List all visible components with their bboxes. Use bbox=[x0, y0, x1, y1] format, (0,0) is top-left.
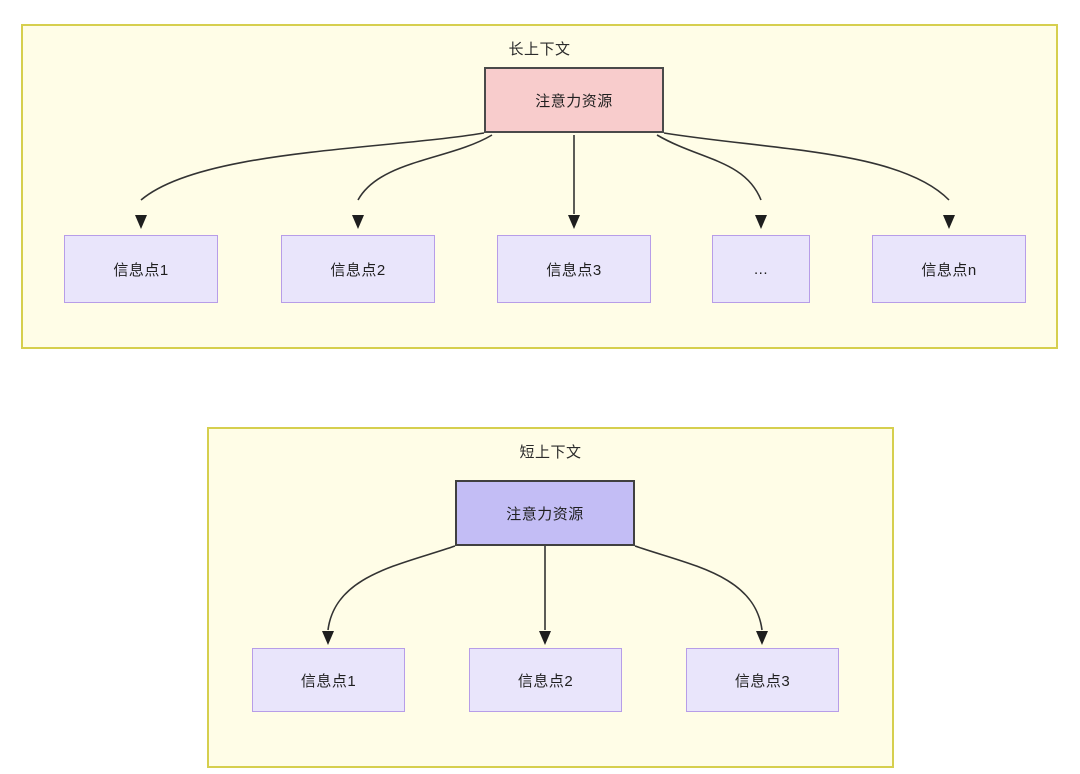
node-info-point-long-n-label: 信息点n bbox=[921, 261, 977, 279]
node-info-point-short-3[interactable]: 信息点3 bbox=[686, 648, 839, 712]
node-attention-resource-short[interactable]: 注意力资源 bbox=[455, 480, 635, 546]
node-info-point-long-1-label: 信息点1 bbox=[113, 261, 169, 279]
node-info-point-short-2-label: 信息点2 bbox=[517, 672, 574, 690]
node-info-point-long-ellipsis-label: ... bbox=[753, 260, 768, 278]
node-info-point-long-1[interactable]: 信息点1 bbox=[64, 235, 218, 303]
node-info-point-long-3[interactable]: 信息点3 bbox=[497, 235, 651, 303]
node-info-point-long-n[interactable]: 信息点n bbox=[872, 235, 1026, 303]
node-info-point-short-2[interactable]: 信息点2 bbox=[469, 648, 622, 712]
panel-short-context: 短上下文 bbox=[207, 427, 894, 768]
panel-long-context-title: 长上下文 bbox=[508, 41, 571, 58]
node-info-point-long-3-label: 信息点3 bbox=[546, 261, 602, 279]
panel-short-context-title: 短上下文 bbox=[519, 444, 582, 461]
node-info-point-short-3-label: 信息点3 bbox=[734, 672, 791, 690]
node-info-point-long-ellipsis[interactable]: ... bbox=[712, 235, 810, 303]
node-attention-resource-short-label: 注意力资源 bbox=[506, 505, 584, 523]
node-info-point-long-2-label: 信息点2 bbox=[330, 261, 386, 279]
node-info-point-long-2[interactable]: 信息点2 bbox=[281, 235, 435, 303]
node-attention-resource-long[interactable]: 注意力资源 bbox=[484, 67, 664, 133]
node-attention-resource-long-label: 注意力资源 bbox=[535, 92, 613, 110]
node-info-point-short-1[interactable]: 信息点1 bbox=[252, 648, 405, 712]
node-info-point-short-1-label: 信息点1 bbox=[300, 672, 357, 690]
